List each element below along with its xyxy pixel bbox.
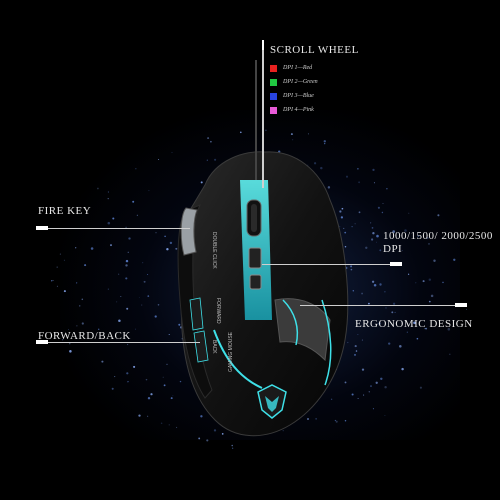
callout-fire-key: FIRE KEY [38, 205, 92, 217]
mouse-text-back: BACK [211, 340, 217, 354]
palm-panel [274, 298, 331, 362]
color-swatch [270, 92, 277, 100]
dpi-legend-label: DPI 2—Green [283, 79, 318, 85]
dpi-legend-item: DPI 4—Pink [270, 105, 314, 115]
color-swatch [270, 64, 277, 72]
color-swatch [270, 106, 277, 114]
dpi-legend-label: DPI 3—Blue [283, 93, 314, 99]
callout-forward-back: FORWARD/BACK [38, 330, 131, 342]
callout-ergonomic-design: ERGONOMIC DESIGN [355, 318, 473, 330]
dpi-button [248, 247, 262, 269]
dpi-legend-item: DPI 2—Green [270, 77, 318, 87]
back-button [193, 330, 209, 363]
dpi-legend-label: DPI 4—Pink [283, 107, 314, 113]
forward-button [189, 297, 204, 331]
mouse-text-brand: GAMING MOUSE [228, 331, 234, 372]
dpi-legend-label: DPI 1—Red [283, 65, 313, 71]
callout-dpi: 1000/1500/ 2000/2500 DPI [383, 230, 493, 255]
brand-logo [257, 384, 287, 419]
dpi-button-lower [249, 274, 262, 290]
mouse-text-double-click: DOUBLE CLICK [211, 232, 217, 269]
mouse-text-forward: FORWARD [215, 298, 221, 324]
color-swatch [270, 78, 277, 86]
fire-key [180, 207, 198, 256]
callout-scroll-wheel: SCROLL WHEEL [270, 44, 359, 56]
dpi-legend-item: DPI 3—Blue [270, 91, 314, 101]
dpi-legend-item: DPI 1—Red [270, 63, 312, 73]
